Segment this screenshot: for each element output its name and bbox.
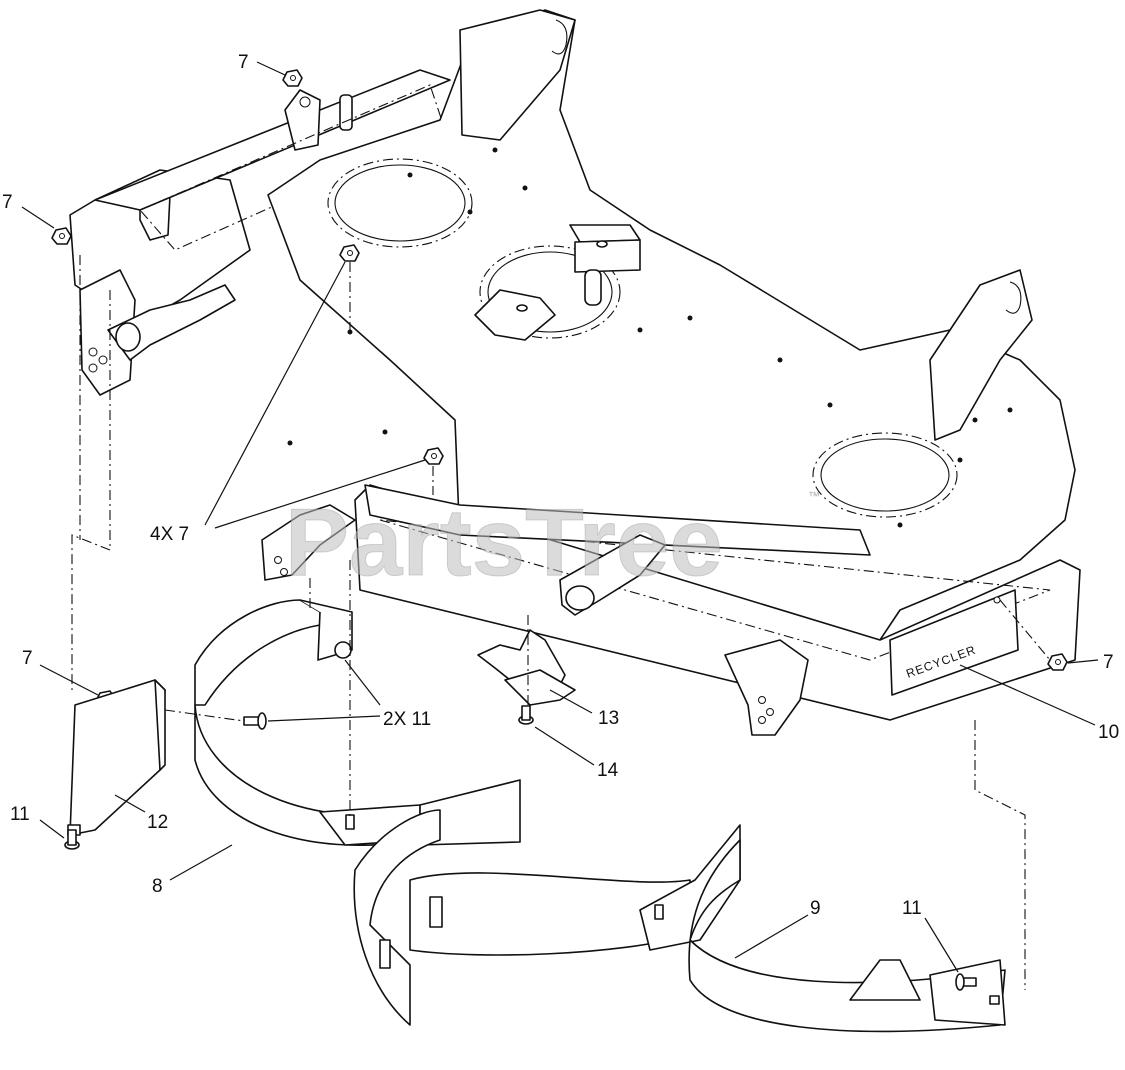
nut-7-top [282,69,303,87]
leader-lines [21,61,1099,973]
front-hinge-brackets [261,504,809,736]
watermark-text: PartsTree [285,489,723,596]
left-mount-bracket [69,169,251,396]
baffle-8 [194,599,421,847]
callout-14: 14 [597,760,619,781]
watermark: PartsTree ™ [285,489,821,597]
callout-7-right: 7 [1103,652,1114,673]
center-brackets [474,224,641,341]
nut-7-left [51,227,72,245]
bolt-11-right [955,973,977,991]
callout-8: 8 [152,876,163,897]
callout-13: 13 [598,708,619,729]
callout-4x7: 4X 7 [150,524,189,545]
callout-11-right: 11 [902,898,922,919]
callout-9: 9 [810,898,821,919]
callout-labels: 7 7 4X 7 7 7 2X 11 13 14 10 11 12 8 9 11 [2,52,1119,919]
bolt-11-center [243,712,267,730]
baffle-9 [688,839,1006,1033]
callout-7-mid: 7 [22,648,33,669]
bolt-11-left [64,829,80,850]
deck-top-plate [267,9,1076,641]
nut-7-right [1047,653,1068,671]
baffle-center [353,779,741,1026]
deck-skirt: RECYCLER [354,484,1081,721]
callout-7-top: 7 [238,52,249,73]
callout-10: 10 [1098,722,1119,743]
bolt-hardware [64,705,977,991]
callout-7-left: 7 [2,192,13,213]
nut-7-mid [423,447,444,465]
exploded-guide-lines [71,255,1051,990]
bolt-14 [518,705,534,725]
watermark-trademark: ™ [808,489,820,503]
callout-11-left: 11 [10,804,30,825]
bracket-13 [477,629,576,706]
callout-12: 12 [147,812,168,833]
nut-7-deck [339,244,360,262]
callout-2x11: 2X 11 [383,709,431,730]
